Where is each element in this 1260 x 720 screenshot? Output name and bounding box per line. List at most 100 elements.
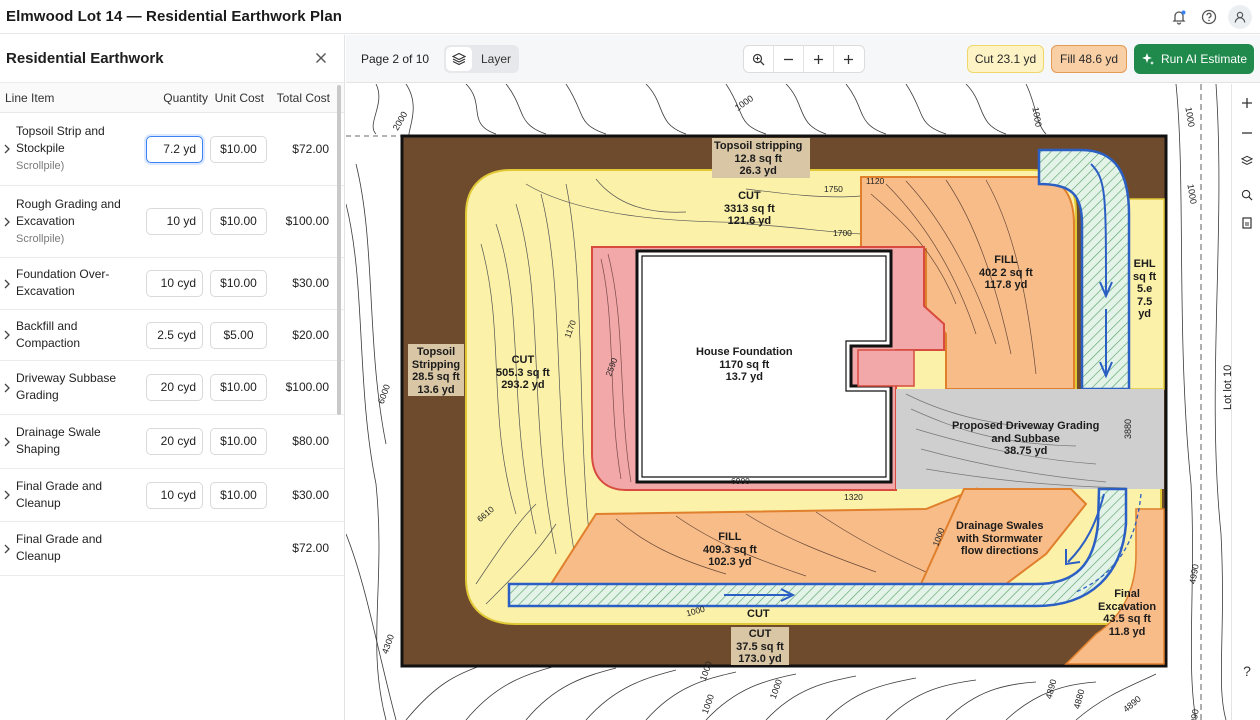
label-line: 117.8 yd — [984, 279, 1028, 291]
chevron-right-icon[interactable] — [3, 278, 11, 290]
label-line: 409.3 sq ft — [703, 543, 757, 556]
run-ai-estimate-button[interactable]: Run AI Estimate — [1134, 44, 1254, 74]
table-row[interactable]: Drainage Swale Shaping 20 cyd $10.00 $80… — [0, 415, 344, 469]
total-cost: $20.00 — [292, 328, 329, 342]
total-cost: $30.00 — [292, 488, 329, 502]
zoom-icon[interactable] — [744, 46, 774, 72]
cut-left-label: CUT 505.3 sq ft 293.2 yd — [496, 354, 550, 392]
table-row[interactable]: Driveway Subbase Grading 20 cyd $10.00 $… — [0, 361, 344, 415]
chevron-right-icon[interactable] — [3, 436, 11, 448]
minus-icon[interactable] — [1236, 122, 1258, 144]
quantity-input[interactable]: 10 yd — [146, 208, 203, 235]
label-line: 28.5 sq ft — [412, 371, 460, 383]
export-icon[interactable] — [1236, 212, 1258, 234]
contour-label: 1120 — [866, 176, 885, 186]
layer-button[interactable]: Layer — [444, 45, 519, 73]
label-line: 12.8 sq ft — [734, 152, 783, 165]
table-row[interactable]: Backfill and Compaction 2.5 cyd $5.00 $2… — [0, 310, 344, 361]
unit-cost-input[interactable]: $10.00 — [210, 374, 267, 401]
final-excavation-label: Final Excavation 43.5 sq ft 11.8 yd — [1098, 588, 1156, 638]
topsoil-top-label: Topsoil stripping 12.8 sq ft 26.3 yd — [714, 140, 802, 178]
help-icon[interactable]: ? — [1243, 663, 1251, 679]
label-line: yd — [1138, 308, 1152, 320]
contour-label: 1700 — [833, 228, 852, 238]
unit-cost-input[interactable]: $10.00 — [210, 208, 267, 235]
table-row[interactable]: Topsoil Strip and Stockpile Scrollpile) … — [0, 113, 344, 186]
site-plan-canvas[interactable]: Topsoil stripping 12.8 sq ft 26.3 yd CUT… — [346, 84, 1230, 720]
topsoil-left-label: Topsoil Stripping 28.5 sq ft 13.6 yd — [408, 346, 464, 396]
unit-cost-input[interactable]: $5.00 — [210, 322, 267, 349]
label-line: 13.7 yd — [725, 371, 763, 383]
chevron-right-icon[interactable] — [3, 329, 11, 341]
fill-right-label: FILL 402 2 sq ft 117.8 yd — [979, 254, 1033, 292]
final-excavation-zone — [1064, 508, 1165, 665]
chevron-right-icon[interactable] — [3, 543, 11, 555]
zoom-in-button[interactable] — [804, 46, 834, 72]
plus-icon[interactable] — [1236, 92, 1258, 114]
zoom-icon[interactable] — [1236, 184, 1258, 206]
table-row[interactable]: Final Grade and Cleanup 10 cyd $10.00 $3… — [0, 469, 344, 522]
label-line: flow directions — [960, 545, 1039, 557]
panel-title: Residential Earthwork — [6, 50, 164, 67]
label-line: Stripping — [411, 358, 461, 371]
panel-scrollbar[interactable] — [337, 85, 341, 415]
user-icon[interactable] — [1228, 5, 1252, 29]
label-line: Proposed Driveway Grading — [952, 420, 1100, 432]
chevron-right-icon[interactable] — [3, 489, 11, 501]
total-cost: $100.00 — [285, 214, 329, 228]
line-item-label: Final Grade and Cleanup — [16, 479, 103, 510]
label-line: 7.5 — [1136, 295, 1153, 308]
page-indicator: Page 2 of 10 — [361, 52, 430, 66]
table-row[interactable]: Rough Grading and Excavation Scrollpile)… — [0, 186, 344, 258]
house-foundation-label: House Foundation 1170 sq ft 13.7 yd — [696, 346, 793, 384]
label-line: 37.5 sq ft — [736, 640, 784, 653]
label-line: Final — [1114, 588, 1140, 600]
sparkle-icon — [1141, 53, 1154, 65]
earthwork-panel: Residential Earthwork Line Item Quantity… — [0, 35, 345, 720]
label-line: CUT — [738, 190, 761, 202]
quantity-input[interactable]: 7.2 yd — [146, 136, 203, 163]
label-line: 38.75 yd — [1003, 445, 1048, 457]
col-line-item: Line Item — [5, 90, 55, 105]
quantity-input[interactable]: 10 cyd — [146, 270, 203, 297]
zoom-out-button[interactable] — [774, 46, 804, 72]
label-line: 1170 sq ft — [719, 358, 770, 371]
table-row[interactable]: Final Grade and Cleanup $72.00 — [0, 522, 344, 576]
swale-channel-bottom — [507, 487, 1128, 608]
quantity-input[interactable]: 10 cyd — [146, 482, 203, 509]
label-line: 173.0 yd — [738, 653, 782, 665]
help-icon[interactable] — [1198, 6, 1220, 28]
col-unit-cost: Unit Cost — [214, 90, 264, 105]
table-row[interactable]: Foundation Over-Excavation 10 cyd $10.00… — [0, 258, 344, 310]
label-line: and Subbase — [991, 432, 1060, 445]
label-line: 505.3 sq ft — [496, 366, 550, 379]
notification-icon[interactable] — [1168, 6, 1190, 28]
label-line: 13.6 yd — [417, 383, 455, 396]
close-icon[interactable] — [312, 49, 330, 67]
unit-cost-input[interactable]: $10.00 — [210, 136, 267, 163]
col-quantity: Quantity — [163, 90, 208, 105]
quantity-input[interactable]: 20 cyd — [146, 428, 203, 455]
line-item-label: Driveway Subbase Grading — [16, 371, 117, 402]
layers-icon[interactable] — [1236, 150, 1258, 172]
unit-cost-input[interactable]: $10.00 — [210, 428, 267, 455]
contour-label: 6900 — [731, 476, 750, 486]
line-items: Topsoil Strip and Stockpile Scrollpile) … — [0, 113, 344, 576]
cut-bottom-small-label: CUT — [747, 608, 770, 620]
label-line: 402 2 sq ft — [979, 266, 1033, 279]
quantity-input[interactable]: 20 cyd — [146, 374, 203, 401]
unit-cost-input[interactable]: $10.00 — [210, 270, 267, 297]
quantity-input[interactable]: 2.5 cyd — [146, 322, 203, 349]
label-line: 3313 sq ft — [724, 202, 775, 215]
label-line: EHL — [1133, 258, 1156, 270]
unit-cost-input[interactable]: $10.00 — [210, 482, 267, 509]
table-header: Line Item Quantity Unit Cost Total Cost — [0, 83, 344, 113]
line-item-label: Rough Grading and Excavation — [16, 197, 121, 228]
line-item-label: Foundation Over-Excavation — [16, 267, 110, 298]
add-button[interactable] — [834, 46, 864, 72]
chevron-right-icon[interactable] — [3, 143, 11, 155]
chevron-right-icon[interactable] — [3, 382, 11, 394]
chevron-right-icon[interactable] — [3, 216, 11, 228]
run-ai-label: Run AI Estimate — [1160, 52, 1248, 66]
total-cost: $30.00 — [292, 276, 329, 290]
